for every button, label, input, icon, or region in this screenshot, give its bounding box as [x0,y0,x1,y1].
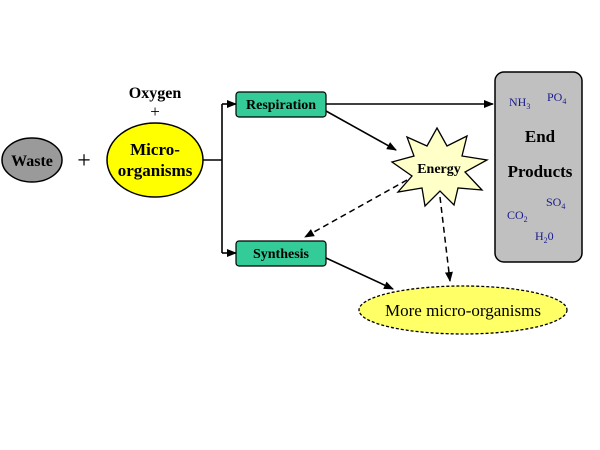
end-products-formulas: NH3 PO4 SO4 CO2 H20 [507,90,566,245]
arrow-synthesis-to-more [325,257,394,290]
synthesis-box [235,240,327,267]
dashed-connectors [304,179,453,282]
micro-organisms-label-line1: Micro- [130,140,180,159]
formula-h2o: H20 [535,229,554,245]
energy-burst [390,126,489,208]
oxygen-label: Oxygen [129,85,182,102]
waste-node [1,137,63,183]
formula-nh3: NH3 [509,95,530,111]
micro-organisms-node [106,122,204,198]
energy-label: Energy [417,162,461,177]
formula-po4: PO4 [547,90,566,106]
micro-organisms-label-line2: organisms [118,161,193,180]
arrow-energy-to-more [439,196,453,282]
arrow-energy-to-synthesis [304,179,408,238]
oxygen-plus: + [150,102,160,121]
more-micro-organisms-label: More micro-organisms [385,301,541,320]
more-micro-organisms-node [358,285,568,335]
end-products-label-line2: Products [508,162,573,181]
plus-sign: + [77,148,91,174]
connectors [203,100,494,290]
waste-label: Waste [11,153,53,170]
end-products-box [494,71,583,263]
formula-co2: CO2 [507,208,528,224]
respiration-label: Respiration [246,98,316,113]
end-products-label-line1: End [525,127,556,146]
arrow-respiration-to-energy [325,110,397,151]
synthesis-label: Synthesis [253,247,310,262]
respiration-box [235,91,327,118]
formula-so4: SO4 [546,195,565,211]
